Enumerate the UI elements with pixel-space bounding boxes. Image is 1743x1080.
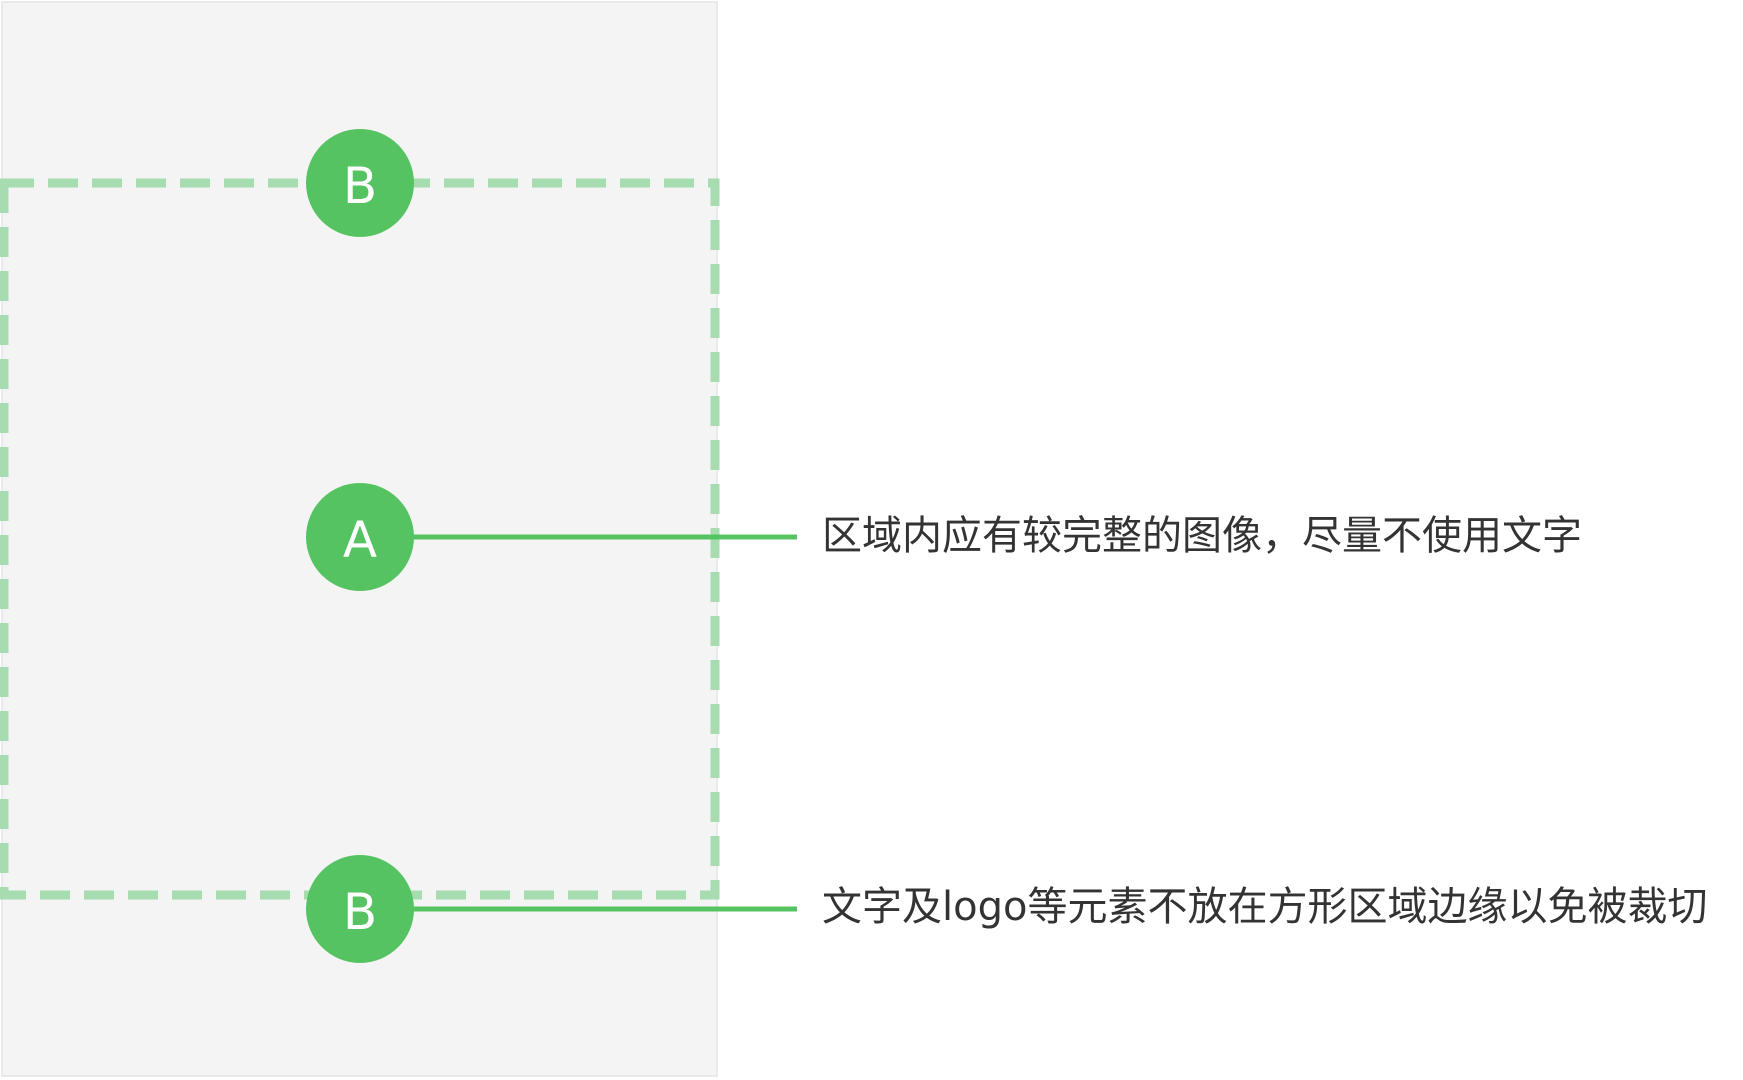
badge-a: A: [306, 483, 414, 591]
badge-b-top-label: B: [343, 157, 377, 215]
annotation-a-text: 区域内应有较完整的图像，尽量不使用文字: [822, 513, 1582, 559]
badge-b-bottom-label: B: [343, 883, 377, 941]
badge-a-label: A: [343, 511, 377, 569]
annotation-b-text: 文字及logo等元素不放在方形区域边缘以免被裁切: [822, 884, 1708, 930]
badge-b-top: B: [306, 129, 414, 237]
badge-b-bottom: B: [306, 855, 414, 963]
